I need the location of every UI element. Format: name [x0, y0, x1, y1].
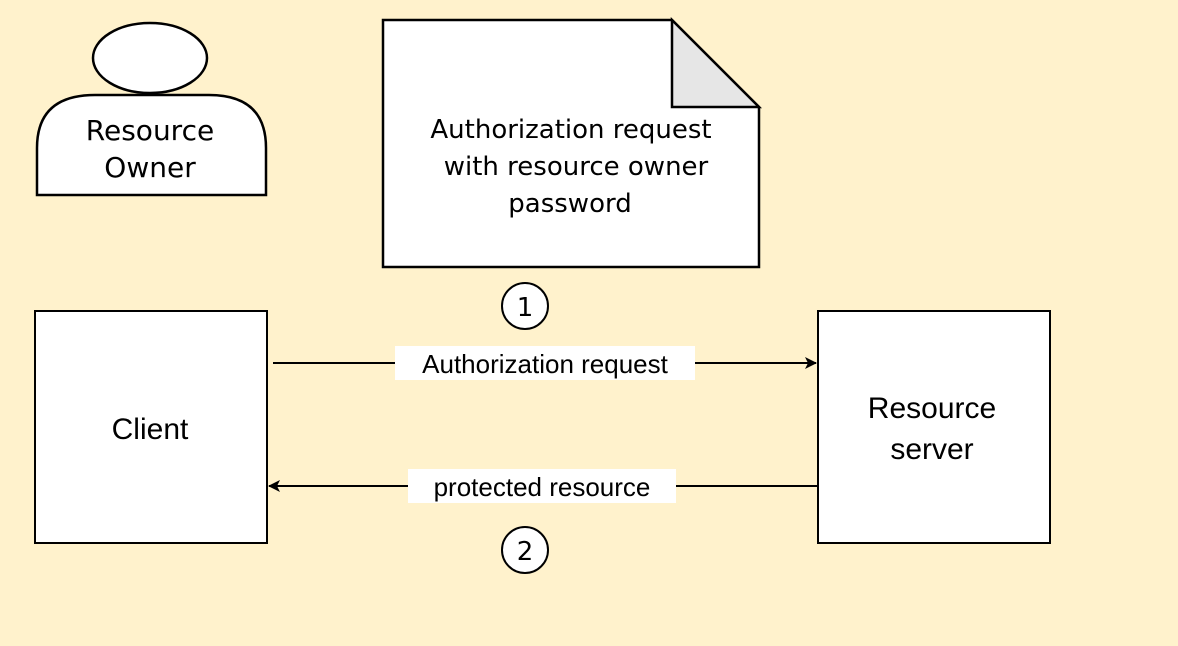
edge-label-background: [395, 346, 695, 380]
user-icon: [35, 21, 268, 197]
note-text-line2: with resource owner: [444, 152, 709, 182]
resource-server-label-line1: Resource: [868, 392, 996, 425]
resource-owner-label-line1: Resource: [86, 114, 214, 147]
note-text-line3: password: [508, 189, 631, 219]
resource-server-label-line2: server: [890, 433, 973, 466]
authorization-note: Authorization request with resource owne…: [381, 16, 763, 269]
edge-label-background: [408, 469, 676, 503]
client-node: Client: [34, 310, 268, 544]
resource-server-node: Resource server: [817, 310, 1051, 544]
step-2-number: 2: [517, 537, 534, 567]
step-1-marker: 1: [501, 282, 549, 330]
client-label: Client: [112, 413, 189, 446]
note-fold-corner: [670, 16, 763, 109]
protected-resource-edge: protected resource: [268, 469, 818, 503]
step-1-number: 1: [517, 293, 534, 323]
step-2-marker: 2: [501, 526, 549, 574]
authorization-request-label: Authorization request: [422, 349, 668, 379]
resource-owner-label-line2: Owner: [104, 151, 196, 184]
resource-owner-actor: Resource Owner: [35, 21, 268, 197]
protected-resource-label: protected resource: [434, 472, 651, 502]
authorization-request-edge: Authorization request: [273, 346, 817, 380]
note-text-line1: Authorization request: [430, 115, 711, 145]
